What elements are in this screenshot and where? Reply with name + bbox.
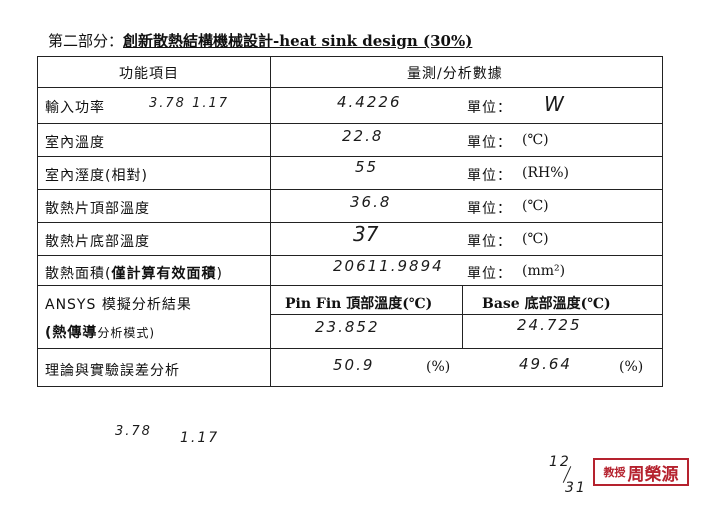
row-value-area: 20611.9894	[333, 257, 444, 275]
ansys-label-line2: (熱傳導分析模式)	[45, 322, 155, 342]
table-rule-partial	[270, 314, 663, 315]
ansys-col1-header: Pin Fin 頂部溫度(℃)	[285, 296, 433, 312]
error-value-1: 50.9	[333, 356, 375, 374]
row-label-input-power: 輸入功率	[45, 100, 105, 116]
scribble-note-b: 1.17	[180, 430, 220, 446]
row-label-top-temp: 散熱片頂部溫度	[45, 201, 150, 217]
ansys-col2-value: 24.725	[517, 316, 582, 334]
table-rule	[37, 222, 663, 223]
unit-humidity: (RH%)	[522, 165, 569, 181]
professor-seal-stamp: 教授 周榮源	[593, 458, 689, 486]
unit-area: (mm²)	[522, 263, 566, 279]
table-border-right	[662, 56, 663, 387]
row-value-humidity: 55	[355, 158, 379, 176]
ansys-col2-header: Base 底部溫度(℃)	[482, 296, 611, 312]
row-label-humidity: 室內溼度(相對)	[45, 168, 148, 184]
row-label-area-bold: 僅計算有效面積	[111, 266, 217, 282]
table-border-left	[37, 56, 38, 387]
unit-input-power: W	[544, 92, 564, 116]
table-column-divider-ansys	[462, 285, 463, 348]
row-label-bottom-temp: 散熱片底部溫度	[45, 234, 150, 250]
ansys-label-line1: ANSYS 模擬分析結果	[45, 297, 192, 313]
row-value-room-temp: 22.8	[342, 127, 384, 145]
error-label: 理論與實驗誤差分析	[45, 363, 180, 379]
date-note-top: 12	[549, 454, 571, 470]
row-note-handwritten: 3.78 1.17	[149, 96, 230, 111]
ansys-col1-value: 23.852	[315, 318, 380, 336]
section-title-main: 創新散熱結構機械設計-heat sink design (30%)	[123, 32, 473, 50]
header-item-column: 功能項目	[119, 66, 179, 82]
table-rule	[37, 255, 663, 256]
unit-prefix: 單位：	[467, 135, 512, 151]
section-title: 第二部分：創新散熱結構機械設計-heat sink design (30%)	[48, 30, 472, 51]
ansys-label-rest: 分析模式)	[97, 326, 156, 340]
row-value-bottom-temp: 37	[353, 222, 379, 246]
stamp-role: 教授	[603, 466, 626, 479]
table-rule	[37, 285, 663, 286]
table-rule	[37, 87, 663, 88]
date-note-bottom: 31	[565, 480, 587, 496]
header-data-column: 量測/分析數據	[407, 66, 503, 82]
row-label-area: 散熱面積(僅計算有效面積)	[45, 263, 223, 283]
unit-room-temp: (℃)	[522, 132, 549, 148]
scribble-note-a: 3.78	[115, 424, 152, 439]
row-value-top-temp: 36.8	[350, 193, 392, 211]
unit-prefix: 單位：	[467, 100, 512, 116]
table-rule	[37, 348, 663, 349]
error-unit-2: (%)	[619, 359, 644, 375]
row-label-room-temp: 室內溫度	[45, 135, 105, 151]
unit-prefix: 單位：	[467, 168, 512, 184]
error-value-2: 49.64	[519, 355, 572, 373]
row-label-area-a: 散熱面積(	[45, 266, 112, 282]
row-value-input-power: 4.4226	[337, 93, 402, 111]
unit-prefix: 單位：	[467, 201, 512, 217]
section-title-prefix: 第二部分：	[48, 32, 124, 50]
table-rule	[37, 156, 663, 157]
table-column-divider	[270, 56, 271, 387]
stamp-name: 周榮源	[627, 464, 679, 485]
error-unit-1: (%)	[426, 359, 451, 375]
unit-bottom-temp: (℃)	[522, 231, 549, 247]
table-border-bottom	[37, 386, 663, 387]
row-label-area-c: )	[216, 266, 223, 282]
unit-prefix: 單位：	[467, 234, 512, 250]
table-rule	[37, 123, 663, 124]
ansys-label-bold: (熱傳導	[45, 325, 98, 341]
table-rule	[37, 189, 663, 190]
unit-top-temp: (℃)	[522, 198, 549, 214]
unit-prefix: 單位：	[467, 266, 512, 282]
table-border-top	[37, 56, 663, 57]
